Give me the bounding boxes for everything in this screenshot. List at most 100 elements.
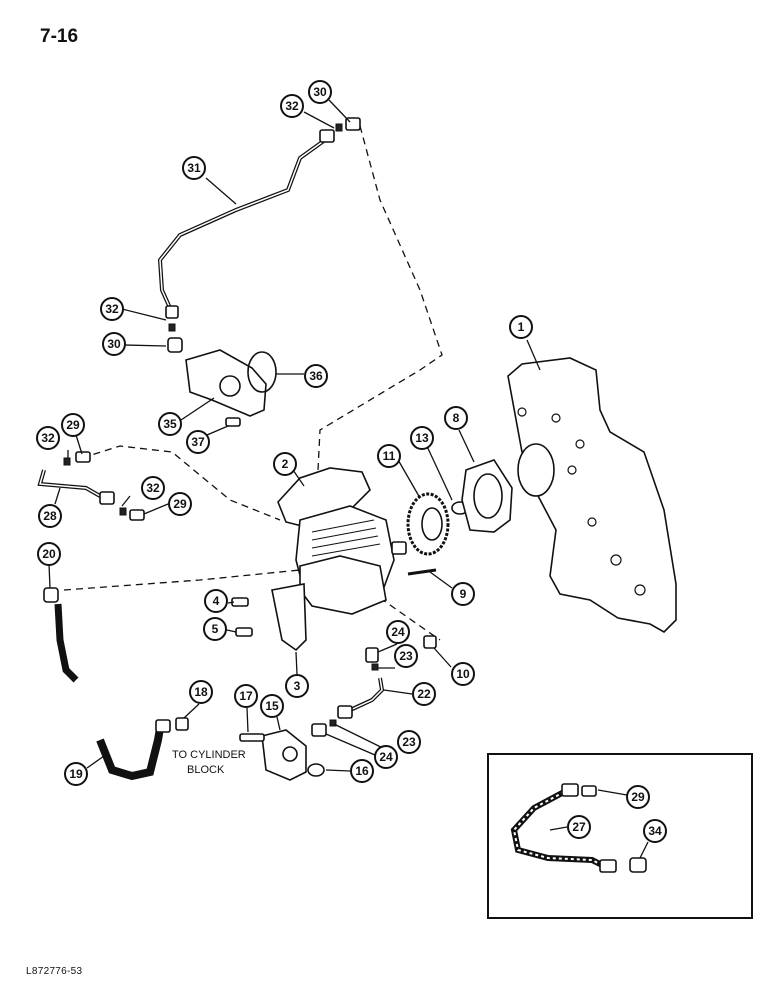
- connector-29-left: [75, 451, 91, 463]
- fitting-28-end: [99, 491, 115, 505]
- svg-text:11: 11: [383, 449, 396, 463]
- o-ring-36: [247, 351, 277, 393]
- svg-text:30: 30: [107, 337, 121, 351]
- dashed-route-right: [379, 597, 441, 641]
- elbow-20: [43, 587, 59, 603]
- seal-23-lower: [329, 719, 337, 727]
- callout-32-right: 32: [141, 476, 165, 500]
- callout-29-left: 29: [61, 413, 85, 437]
- bolt-37: [225, 417, 241, 427]
- callout-20: 20: [37, 542, 61, 566]
- fitting-22-end: [337, 705, 353, 719]
- connector-24-upper: [365, 647, 379, 663]
- callout-32-left: 32: [36, 426, 60, 450]
- svg-text:23: 23: [402, 735, 416, 749]
- seal-23-upper: [371, 663, 379, 671]
- svg-text:8: 8: [453, 411, 460, 425]
- callout-29-right: 29: [168, 492, 192, 516]
- svg-text:29: 29: [173, 497, 187, 511]
- seal-32-left: [63, 457, 71, 466]
- compressor-crankcase: [299, 555, 387, 615]
- callout-35: 35: [158, 412, 182, 436]
- callout-32-mid: 32: [100, 297, 124, 321]
- callout-5: 5: [203, 617, 227, 641]
- figure-code: L872776-53: [26, 966, 83, 977]
- tube-28: [37, 469, 101, 498]
- svg-text:2: 2: [282, 457, 289, 471]
- hose-19-fitting: [155, 719, 171, 733]
- o-ring-16: [307, 763, 325, 777]
- callout-19: 19: [64, 762, 88, 786]
- seal-32-lower: [168, 323, 176, 332]
- svg-text:28: 28: [43, 509, 57, 523]
- svg-text:23: 23: [399, 649, 413, 663]
- callout-28: 28: [38, 504, 62, 528]
- gear-11: [406, 492, 450, 556]
- hose-19: [96, 727, 164, 781]
- adapter-15-port: [282, 746, 298, 762]
- svg-text:32: 32: [285, 99, 299, 113]
- svg-text:37: 37: [191, 435, 205, 449]
- dashed-route-lower: [63, 569, 301, 591]
- compressor-shaft: [391, 541, 407, 555]
- svg-text:36: 36: [309, 369, 323, 383]
- svg-text:3: 3: [294, 679, 301, 693]
- svg-text:15: 15: [265, 699, 279, 713]
- callout-37: 37: [186, 430, 210, 454]
- hose-27-fitting-top: [561, 783, 579, 797]
- elbow-30-lower: [167, 337, 183, 353]
- callout-23-upper: 23: [394, 644, 418, 668]
- callout-24-upper: 24: [386, 620, 410, 644]
- callout-8: 8: [444, 406, 468, 430]
- bolt-4: [231, 597, 249, 607]
- svg-text:30: 30: [313, 85, 327, 99]
- tube-31-inner: [159, 139, 326, 309]
- callout-16: 16: [350, 759, 374, 783]
- callout-34: 34: [643, 819, 667, 843]
- svg-text:18: 18: [194, 685, 208, 699]
- note-to-cylinder-line2: BLOCK: [187, 764, 225, 776]
- svg-text:4: 4: [213, 594, 220, 608]
- plug-10: [423, 635, 437, 649]
- callout-11: 11: [377, 444, 401, 468]
- seal-32-right: [119, 507, 127, 516]
- housing-1-bore: [517, 443, 555, 497]
- svg-text:31: 31: [187, 161, 201, 175]
- cooling-fins: [311, 519, 381, 557]
- callout-23-lower: 23: [397, 730, 421, 754]
- gear-housing-1: [507, 357, 677, 633]
- svg-text:22: 22: [417, 687, 431, 701]
- svg-text:29: 29: [631, 790, 645, 804]
- callout-24-lower: 24: [374, 745, 398, 769]
- svg-text:1: 1: [518, 320, 525, 334]
- bracket-3: [271, 583, 307, 652]
- connector-18: [175, 717, 189, 731]
- seal-32-top: [335, 123, 343, 132]
- svg-text:35: 35: [163, 417, 177, 431]
- svg-text:24: 24: [391, 625, 405, 639]
- housing-1-bolt-holes: [517, 407, 646, 596]
- fitting-lower: [165, 305, 179, 319]
- svg-text:19: 19: [69, 767, 83, 781]
- svg-text:29: 29: [66, 418, 80, 432]
- dashed-route-upper: [317, 125, 443, 471]
- hose-27-inner: [512, 791, 605, 867]
- svg-text:13: 13: [415, 431, 429, 445]
- callout-13: 13: [410, 426, 434, 450]
- bolt-17: [239, 733, 265, 742]
- hose-27-fitting-bottom: [599, 859, 617, 873]
- callout-29-inset: 29: [626, 785, 650, 809]
- bolt-5: [235, 627, 253, 637]
- stud-9: [407, 568, 437, 576]
- note-to-cylinder-line1: TO CYLINDER: [172, 749, 246, 761]
- callout-36: 36: [304, 364, 328, 388]
- svg-text:34: 34: [648, 824, 662, 838]
- callout-10: 10: [451, 662, 475, 686]
- svg-text:32: 32: [41, 431, 55, 445]
- callout-9: 9: [451, 582, 475, 606]
- callout-18: 18: [189, 680, 213, 704]
- callout-30-top: 30: [308, 80, 332, 104]
- page-number: 7-16: [40, 26, 79, 47]
- svg-text:32: 32: [146, 481, 160, 495]
- tube-22-inner: [345, 677, 383, 713]
